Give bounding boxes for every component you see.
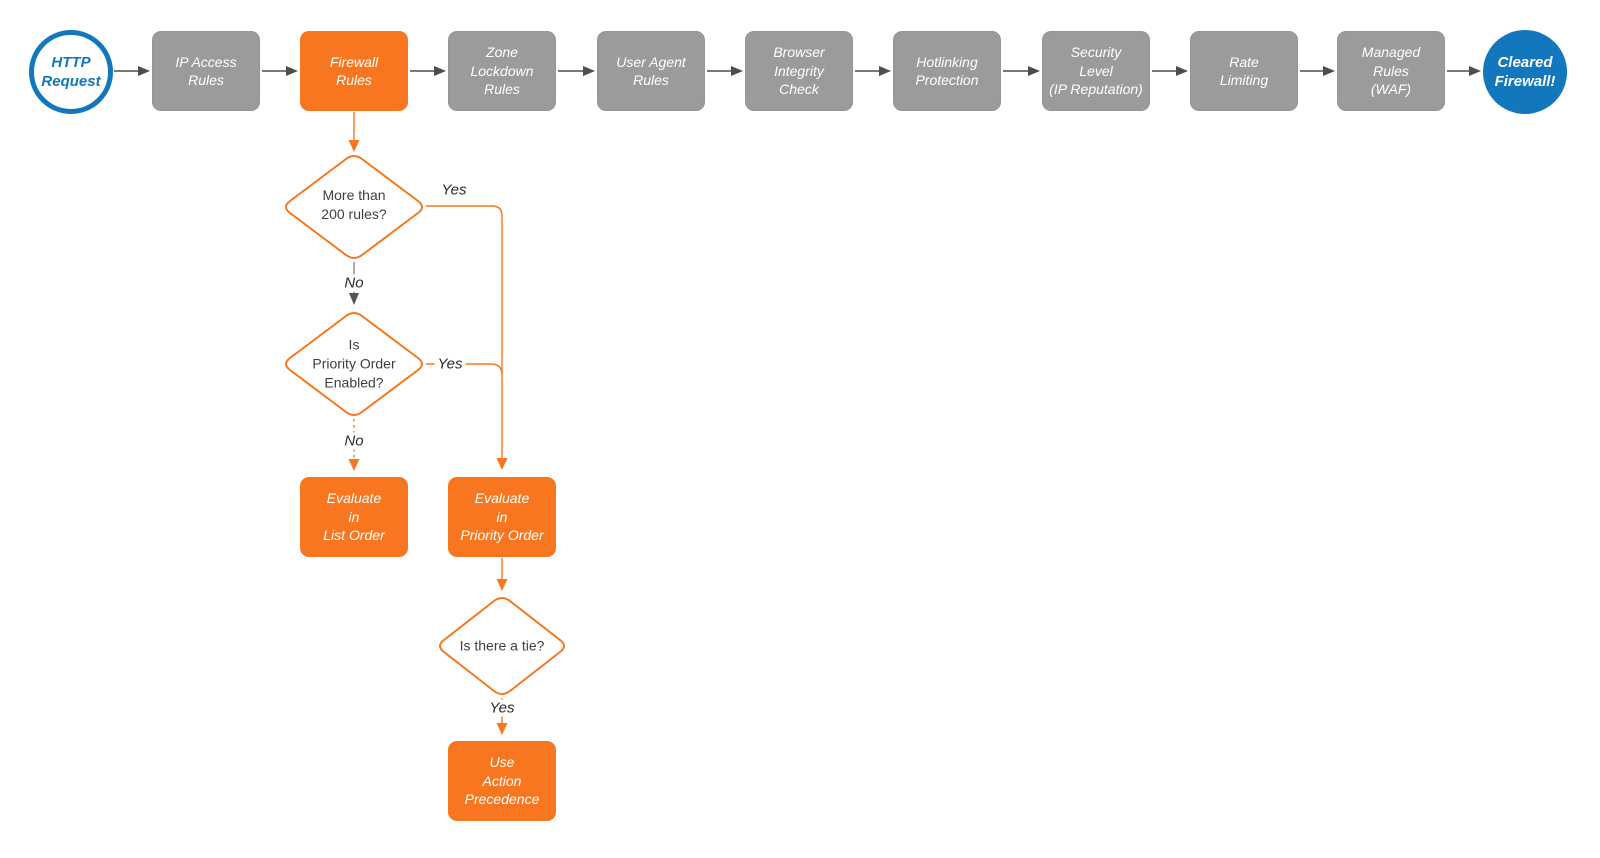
step-node-ip-access-rules: IP Access Rules: [152, 31, 260, 111]
action-node-evaluate-list-order: Evaluate in List Order: [300, 477, 408, 557]
connector-yes-rule-count-to-priority-order-box: [426, 205, 508, 470]
edge-label-no-rule-count: No: [341, 274, 367, 292]
decision-priority-order-enabled-label: Is Priority Order Enabled?: [312, 336, 396, 391]
step-node-zone-lockdown-rules: Zone Lockdown Rules: [448, 31, 556, 111]
step-node-firewall-rules: Firewall Rules: [300, 31, 408, 111]
step-node-managed-rules-waf: Managed Rules (WAF): [1337, 31, 1445, 111]
step-label: Managed Rules (WAF): [1361, 44, 1421, 98]
step-label: IP Access Rules: [175, 53, 237, 88]
step-label: Firewall Rules: [329, 53, 379, 88]
action-label: Evaluate in List Order: [323, 490, 385, 544]
connector-yes-priority-merge: [426, 363, 503, 376]
step-node-user-agent-rules: User Agent Rules: [597, 31, 705, 111]
step-node-security-level: Security Level (IP Reputation): [1042, 31, 1150, 111]
decision-more-than-200-rules-label: More than 200 rules?: [321, 187, 387, 222]
step-label: Hotlinking Protection: [915, 53, 979, 88]
step-label: User Agent Rules: [616, 53, 686, 88]
action-node-evaluate-priority-order: Evaluate in Priority Order: [448, 477, 556, 557]
edge-label-yes-rule-count: Yes: [438, 181, 470, 199]
action-label: Evaluate in Priority Order: [460, 490, 544, 544]
step-label: Security Level (IP Reputation): [1049, 44, 1143, 98]
step-label: Rate Limiting: [1219, 53, 1269, 88]
edge-label-yes-tie: Yes: [486, 699, 518, 717]
action-node-use-action-precedence: Use Action Precedence: [448, 741, 556, 821]
decision-more-than-200-rules-shape: [285, 155, 423, 259]
edge-label-yes-priority: Yes: [434, 355, 466, 373]
step-label: Browser Integrity Check: [773, 44, 825, 98]
action-label: Use Action Precedence: [464, 754, 540, 808]
step-node-rate-limiting: Rate Limiting: [1190, 31, 1298, 111]
decision-is-there-a-tie-shape: [439, 597, 565, 695]
step-node-hotlinking-protection: Hotlinking Protection: [893, 31, 1001, 111]
decision-is-there-a-tie-label: Is there a tie?: [459, 637, 545, 654]
edge-label-no-priority: No: [341, 432, 367, 450]
step-node-browser-integrity-check: Browser Integrity Check: [745, 31, 853, 111]
end-node-label: Cleared Firewall!: [1494, 53, 1556, 91]
start-node-label: HTTP Request: [41, 53, 101, 91]
start-node-http-request: HTTP Request: [29, 30, 113, 114]
step-label: Zone Lockdown Rules: [470, 44, 534, 98]
end-node-cleared-firewall: Cleared Firewall!: [1483, 30, 1567, 114]
decision-priority-order-enabled-shape: [285, 312, 423, 416]
